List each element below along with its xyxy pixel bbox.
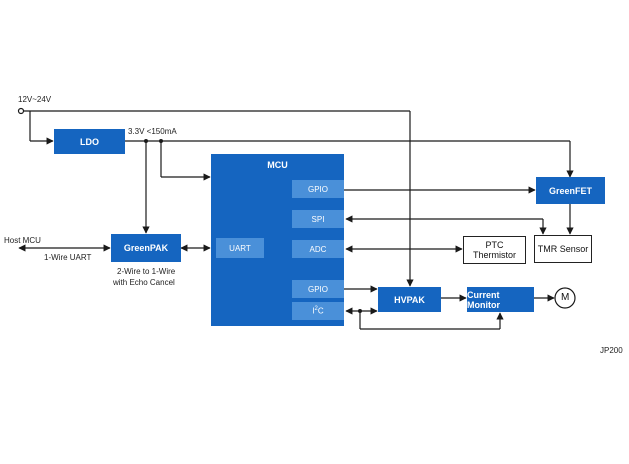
greenfet-block: GreenFET (536, 177, 605, 204)
reference-label: JP200 (600, 346, 623, 355)
mcu-title: MCU (267, 160, 288, 170)
host-link-label: 1-Wire UART (44, 253, 92, 262)
ldo-label: LDO (80, 136, 99, 147)
mcu-port-gpio-bottom: GPIO (292, 280, 344, 298)
mcu-port-i2c: I2C (292, 302, 344, 320)
current-monitor-label: Current Monitor (467, 289, 500, 310)
ldo-block: LDO (54, 129, 125, 154)
gpio-top-label: GPIO (307, 184, 328, 194)
mcu-port-uart: UART (216, 238, 264, 258)
greenpak-caption-line2: with Echo Cancel (113, 278, 175, 287)
host-label: Host MCU (4, 236, 41, 245)
junction-dot (358, 309, 362, 313)
greenpak-caption-line1: 2-Wire to 1-Wire (117, 267, 176, 276)
ptc-line1: PTC (485, 240, 504, 250)
motor-circle (554, 287, 576, 309)
tmr-sensor-block: TMR Sensor (534, 235, 592, 263)
greenpak-label: GreenPAK (123, 243, 169, 253)
i2c-label: I2C (312, 306, 324, 316)
hvpak-block: HVPAK (378, 287, 441, 312)
greenfet-label: GreenFET (548, 185, 592, 196)
junction-dot (159, 139, 163, 143)
adc-label: ADC (309, 244, 327, 254)
mcu-port-gpio-top: GPIO (292, 180, 344, 198)
junction-dot (144, 139, 148, 143)
mcu-port-adc: ADC (292, 240, 344, 258)
hvpak-label: HVPAK (394, 294, 425, 305)
supply-label: 12V~24V (18, 95, 52, 104)
motor-label: M (561, 292, 570, 303)
current-monitor-block: Current Monitor (467, 287, 534, 312)
ptc-line2: Thermistor (472, 250, 516, 260)
mcu-port-spi: SPI (292, 210, 344, 228)
uart-label: UART (229, 243, 251, 253)
spi-label: SPI (311, 214, 325, 224)
ldo-output-label: 3.3V <150mA (128, 127, 177, 136)
ptc-thermistor-block: PTC Thermistor (463, 236, 526, 264)
greenpak-block: GreenPAK (111, 234, 181, 262)
tmr-label: TMR Sensor (537, 244, 589, 254)
gpio-bottom-label: GPIO (307, 284, 328, 294)
supply-terminal (17, 107, 25, 115)
